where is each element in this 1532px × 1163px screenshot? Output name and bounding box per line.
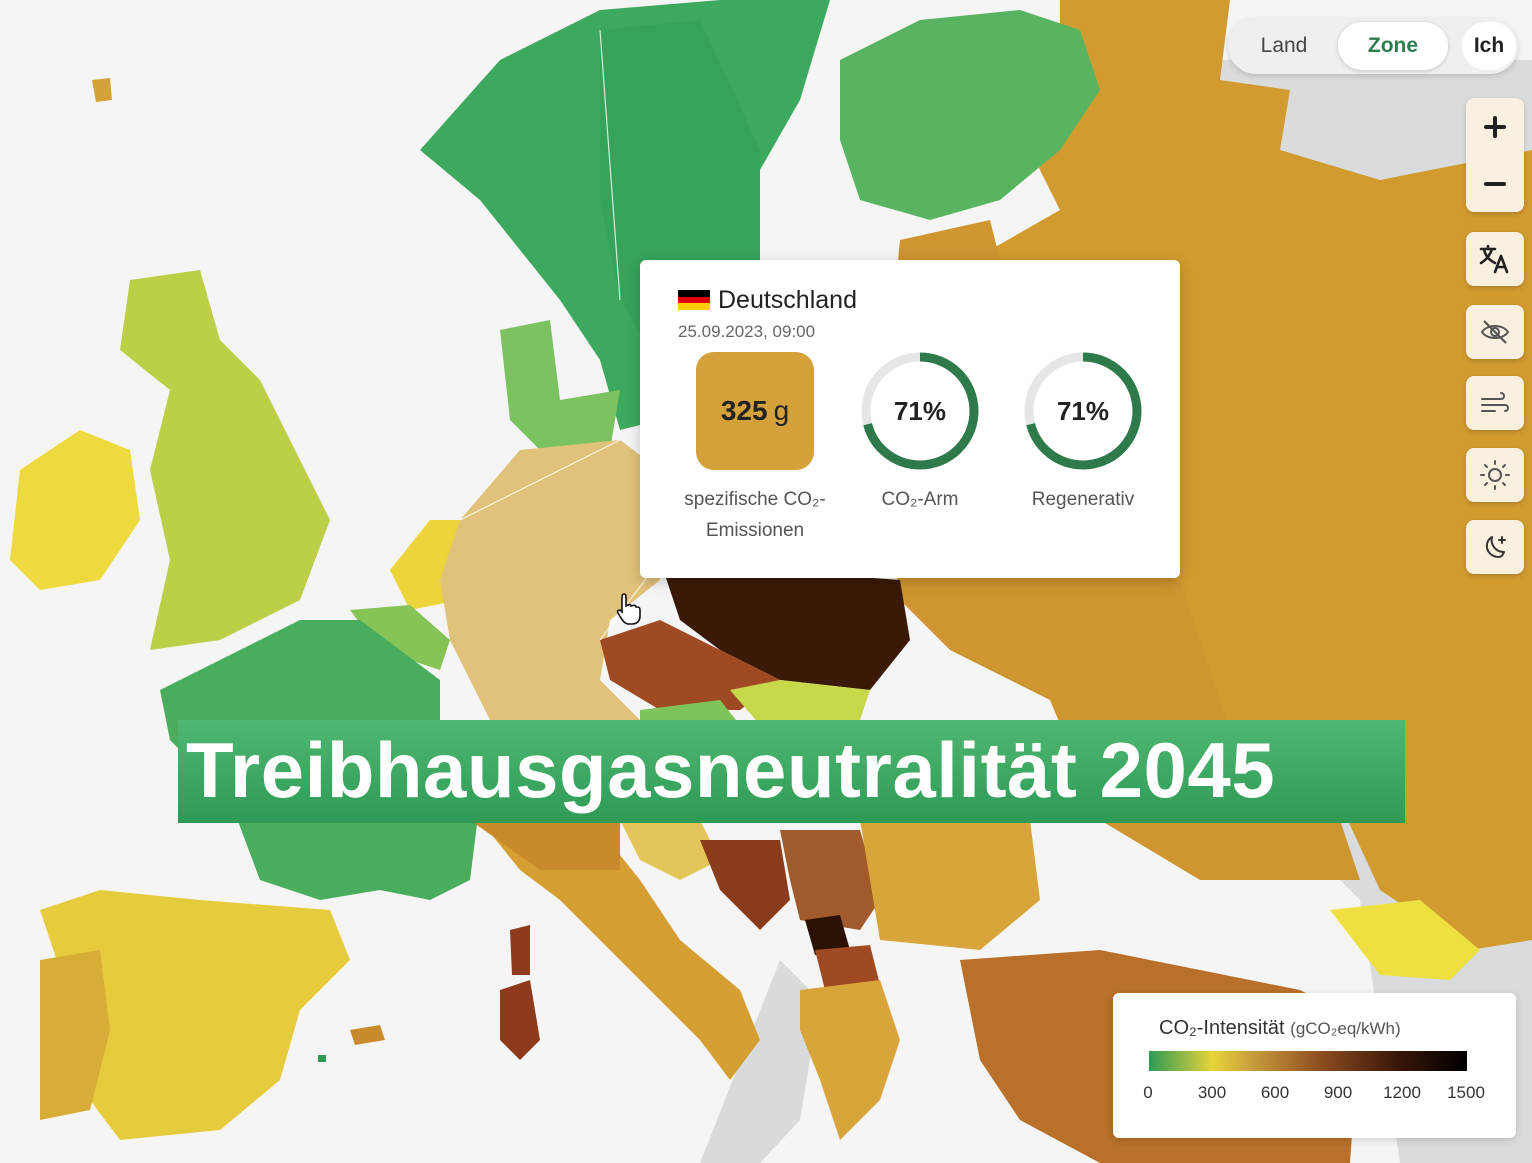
region-austria[interactable] <box>640 700 740 725</box>
legend-title-text: CO₂-Intensität <box>1159 1017 1285 1039</box>
datetime: 25.09.2023, 09:00 <box>678 322 816 341</box>
region-kosovo[interactable] <box>805 915 850 955</box>
region-germany[interactable] <box>440 440 660 730</box>
low-carbon-ring <box>861 352 979 470</box>
dark-mode-button[interactable] <box>1466 520 1524 574</box>
co2-legend: CO₂-Intensität (gCO₂eq/kWh) 0 300 600 90… <box>1113 993 1516 1138</box>
hand-cursor-icon <box>616 593 641 625</box>
toggle-land[interactable]: Land <box>1260 34 1308 57</box>
region-slovakia[interactable] <box>730 680 870 725</box>
region-ireland[interactable] <box>10 430 140 590</box>
legend-tick: 300 <box>1197 1083 1227 1102</box>
region-serbia[interactable] <box>780 830 880 930</box>
germany-flag-icon <box>678 290 710 310</box>
region-portugal[interactable] <box>40 950 110 1120</box>
region-belgium[interactable] <box>350 605 450 670</box>
co2-intensity-box: 325 g <box>696 352 814 470</box>
region-denmark[interactable] <box>500 320 620 450</box>
co2-value: 325 <box>720 395 768 426</box>
renewable-label: Regenerativ <box>1031 489 1135 510</box>
region-georgia[interactable] <box>1330 900 1480 980</box>
wind-icon <box>1481 392 1509 412</box>
region-corsica[interactable] <box>510 925 530 975</box>
toggle-ich[interactable]: Ich <box>1462 22 1516 70</box>
region-italy-north[interactable] <box>470 820 620 870</box>
region-czechia[interactable] <box>600 620 780 710</box>
plus-icon <box>1484 115 1506 138</box>
legend-unit: (gCO₂eq/kWh) <box>1290 1019 1401 1038</box>
region-poland[interactable] <box>660 560 910 690</box>
low-carbon-value: 71% <box>893 396 947 426</box>
language-button[interactable] <box>1466 232 1524 286</box>
region-italy[interactable] <box>480 820 760 1080</box>
toggle-zone[interactable]: Zone <box>1338 22 1448 70</box>
moon-icon <box>1485 536 1506 558</box>
eye-off-icon <box>1480 320 1510 344</box>
region-romania-bulgaria[interactable] <box>860 820 1040 950</box>
minus-icon <box>1484 181 1506 186</box>
region-croatia[interactable] <box>620 820 720 880</box>
renewable-ring <box>1024 352 1142 470</box>
legend-color-bar <box>1149 1051 1467 1071</box>
translate-icon <box>1479 244 1509 274</box>
zoom-in-button[interactable] <box>1466 98 1524 155</box>
grey-land-south <box>700 960 820 1163</box>
view-toggle: Land Zone Ich <box>1228 18 1518 74</box>
headline-text: Treibhausgasneutralität 2045 <box>186 726 1276 814</box>
legend-tick: 1200 <box>1383 1083 1421 1102</box>
zoom-controls <box>1466 98 1524 212</box>
region-finland[interactable] <box>840 10 1100 220</box>
low-carbon-label: CO₂-Arm <box>881 489 959 510</box>
wind-button[interactable] <box>1466 376 1524 430</box>
sun-icon <box>1480 460 1510 490</box>
legend-tick: 1500 <box>1447 1083 1485 1102</box>
region-uk[interactable] <box>120 270 330 650</box>
legend-tick: 0 <box>1143 1083 1153 1102</box>
zoom-out-button[interactable] <box>1466 155 1524 212</box>
legend-title: CO₂-Intensität (gCO₂eq/kWh) <box>1159 1017 1401 1040</box>
co2-label: spezifische CO₂- Emissionen <box>658 484 852 546</box>
co2-label-line2: Emissionen <box>705 520 805 541</box>
legend-tick: 900 <box>1323 1083 1353 1102</box>
region-sardinia[interactable] <box>500 980 540 1060</box>
region-north-macedonia[interactable] <box>815 945 880 990</box>
legend-tick: 600 <box>1260 1083 1290 1102</box>
region-balearic <box>350 1025 385 1045</box>
headline-banner: Treibhausgasneutralität 2045 <box>178 720 1405 823</box>
region-greece[interactable] <box>800 980 900 1140</box>
light-mode-button[interactable] <box>1466 448 1524 502</box>
region-bosnia[interactable] <box>700 840 790 930</box>
region-malta <box>318 1055 326 1062</box>
region-faroe <box>92 78 112 102</box>
country-name: Deutschland <box>718 286 857 314</box>
region-russia[interactable] <box>990 0 1532 950</box>
co2-unit: g <box>773 395 790 426</box>
country-tooltip: Deutschland 25.09.2023, 09:00 325 g spez… <box>640 260 1180 578</box>
region-spain[interactable] <box>40 890 350 1140</box>
hide-button[interactable] <box>1466 305 1524 359</box>
renewable-value: 71% <box>1056 396 1110 426</box>
co2-label-line1: spezifische CO₂- <box>684 489 826 510</box>
